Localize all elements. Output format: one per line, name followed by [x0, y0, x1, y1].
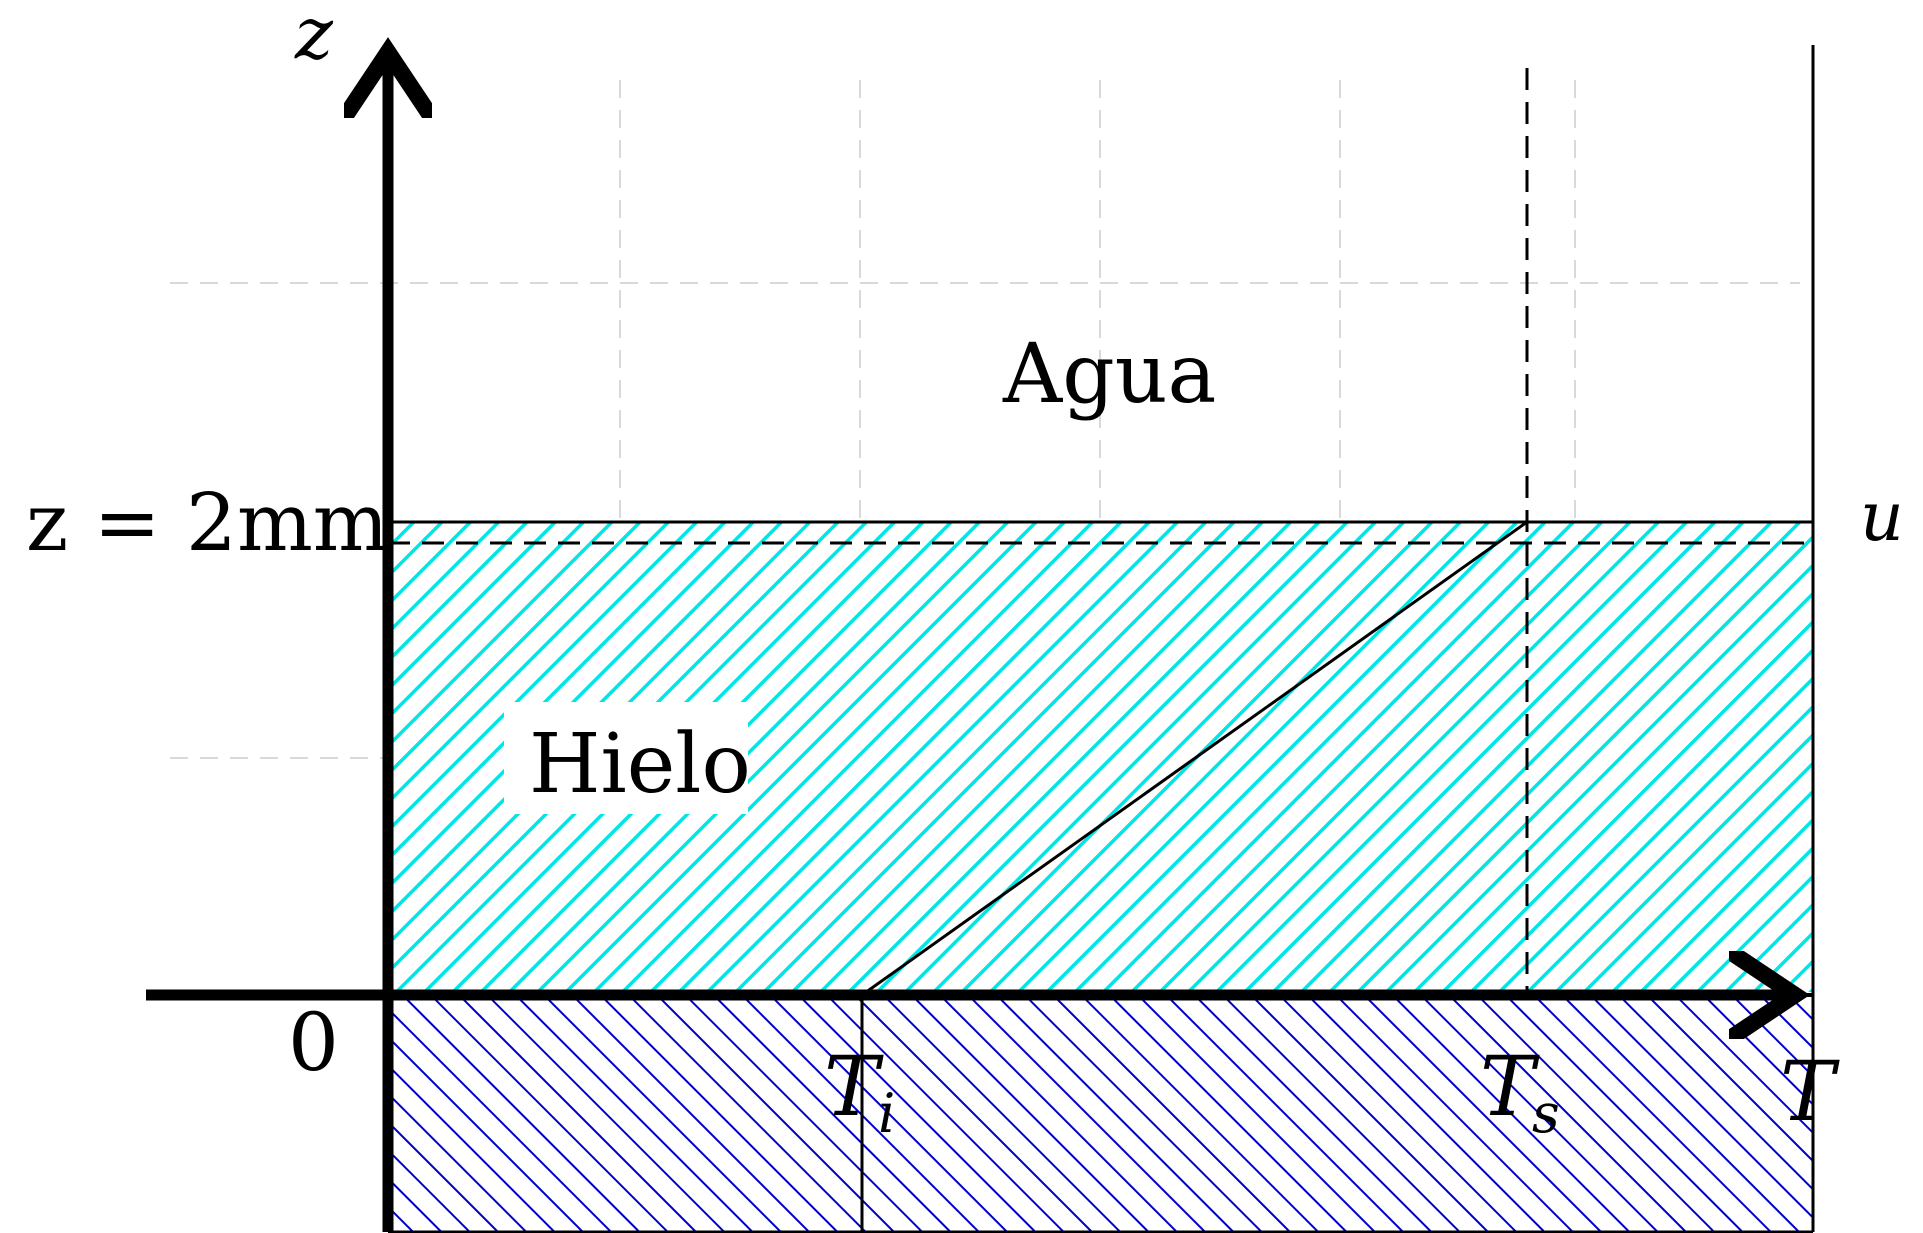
labels: z T u z = 2mm 0 Agua Hielo T i T s: [26, 0, 1904, 1145]
water-label: Agua: [1002, 327, 1216, 422]
ice-label: Hielo: [529, 717, 751, 812]
substrate-region: [388, 995, 1813, 1232]
axes: [146, 52, 1813, 1232]
ti-subscript: i: [878, 1082, 895, 1145]
ts-main: T: [1480, 1040, 1540, 1135]
u-label: u: [1860, 478, 1904, 557]
origin-label: 0: [288, 996, 339, 1089]
z-equals-2mm-label: z = 2mm: [26, 476, 389, 569]
ts-label: T s: [1480, 1040, 1560, 1145]
diagram-lines: [386, 45, 1815, 1233]
z-axis-label: z: [294, 0, 334, 75]
ts-subscript: s: [1532, 1082, 1560, 1145]
t-axis-label: T: [1780, 1045, 1840, 1140]
ice-label-background: [504, 702, 748, 814]
ti-label: T i: [824, 1040, 895, 1145]
ti-main: T: [824, 1040, 884, 1135]
